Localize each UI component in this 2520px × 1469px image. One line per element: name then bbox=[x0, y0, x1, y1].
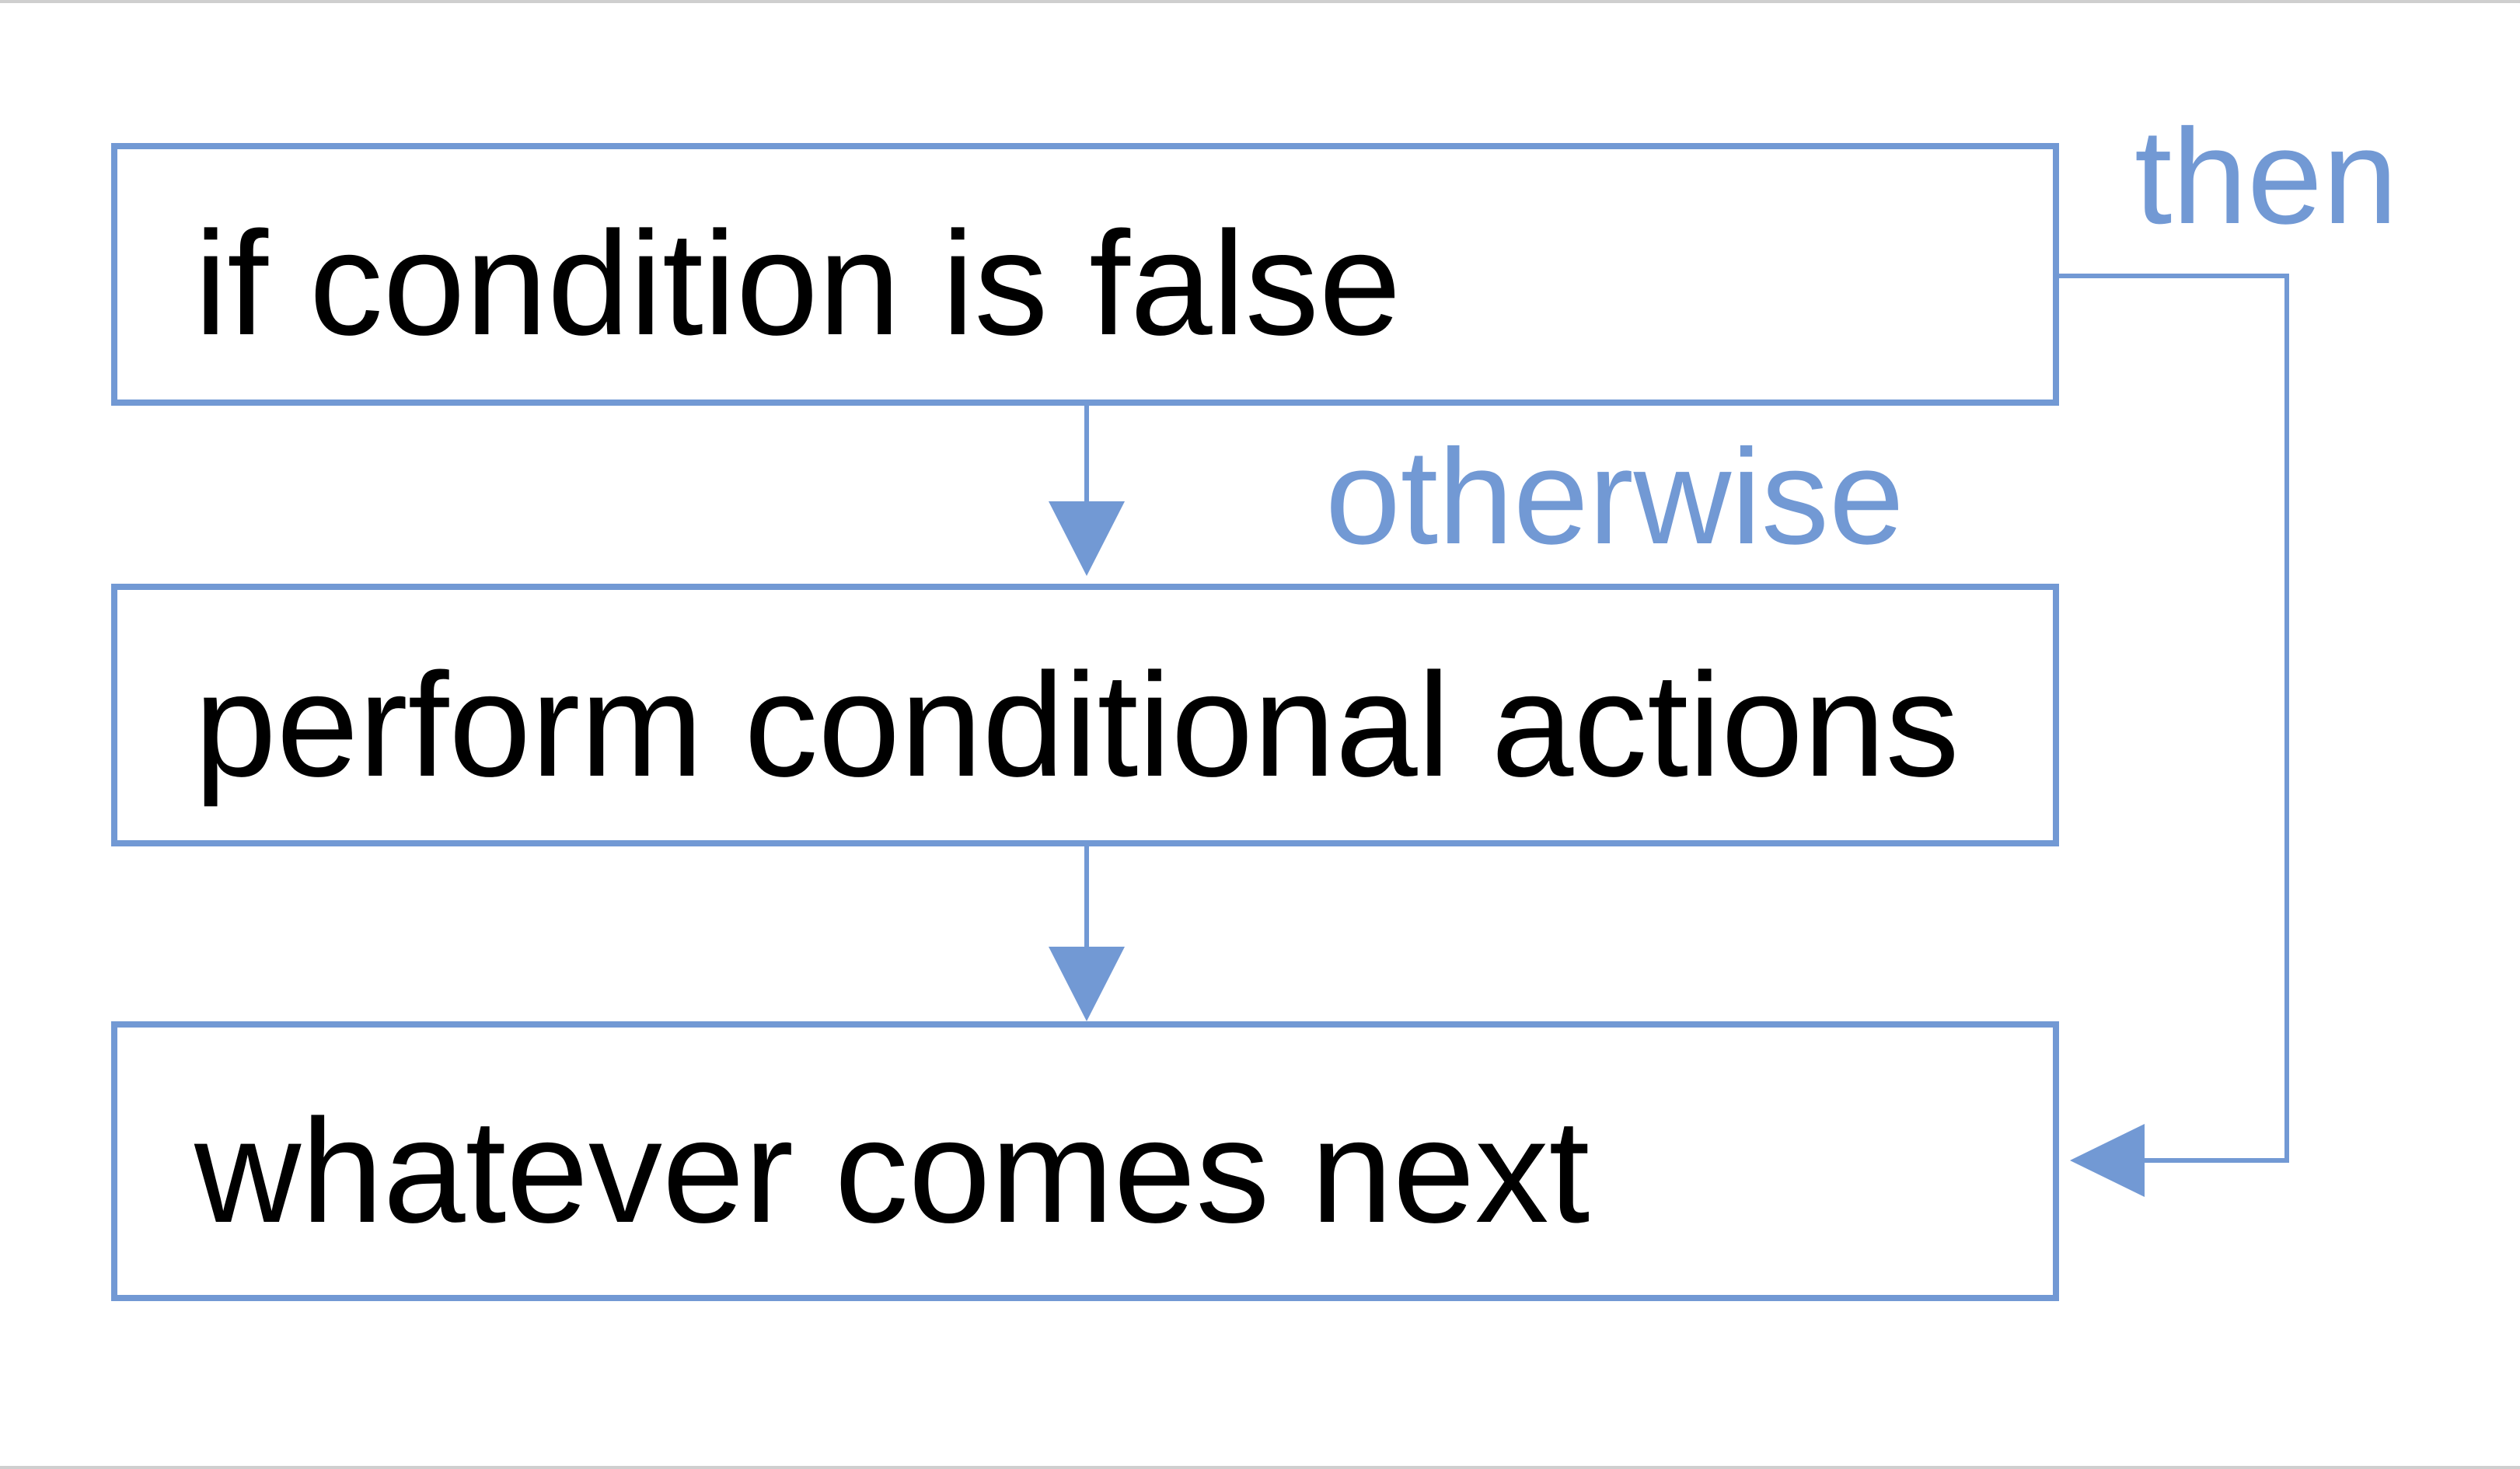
bottom-border bbox=[0, 1466, 2520, 1469]
then-connector bbox=[2059, 274, 2289, 1163]
then-label: then bbox=[2134, 100, 2398, 252]
next-text: whatever comes next bbox=[194, 1089, 1590, 1254]
otherwise-label: otherwise bbox=[1325, 420, 1904, 572]
then-arrowhead bbox=[2070, 1124, 2145, 1197]
otherwise-arrowhead bbox=[1049, 501, 1125, 576]
actions-box bbox=[111, 584, 2059, 846]
condition-box bbox=[111, 143, 2059, 406]
actions-to-next-arrowhead bbox=[1049, 947, 1125, 1021]
next-box bbox=[111, 1021, 2059, 1301]
condition-text: if condition is false bbox=[194, 201, 1401, 366]
top-border bbox=[0, 0, 2520, 3]
actions-text: perform conditional actions bbox=[194, 643, 1960, 808]
